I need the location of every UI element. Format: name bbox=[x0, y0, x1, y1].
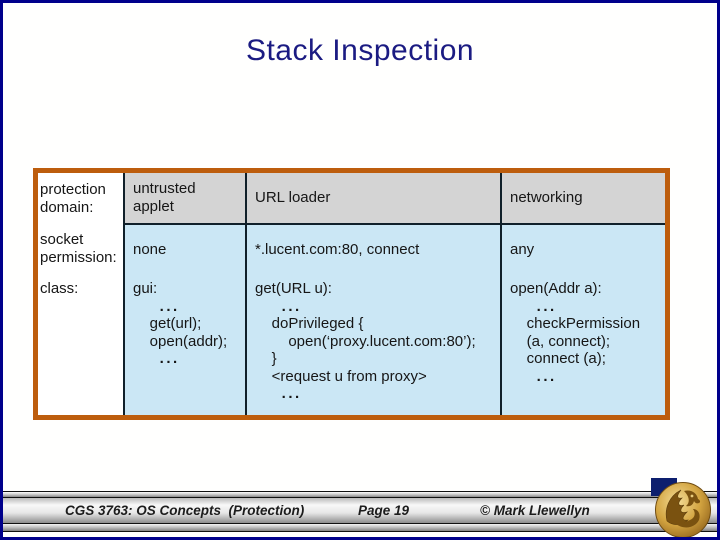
row-label-column: protection domain: socket permission: cl… bbox=[38, 173, 123, 415]
code-line: ... bbox=[510, 297, 557, 315]
code-line: <request u from proxy> bbox=[255, 367, 427, 385]
column-header-label: URL loader bbox=[255, 189, 331, 206]
row-label-protection-domain: protection domain: bbox=[40, 181, 106, 216]
column-header: networking bbox=[502, 173, 665, 225]
class-code-cell: gui: ... get(url); open(addr); ... bbox=[125, 273, 245, 415]
column-untrusted-applet: untrusted applet none gui: ... get(url);… bbox=[123, 173, 245, 415]
code-line: open(‘proxy.lucent.com:80’); bbox=[255, 332, 476, 350]
code-line: ... bbox=[255, 297, 302, 315]
protection-table: protection domain: socket permission: cl… bbox=[33, 168, 670, 420]
page-title: Stack Inspection bbox=[245, 34, 475, 67]
code-line: (a, connect); bbox=[510, 332, 611, 350]
class-code-cell: get(URL u): ... doPrivileged { open(‘pro… bbox=[247, 273, 500, 415]
footer-bottom-strip bbox=[3, 524, 717, 532]
row-label-class: class: bbox=[40, 280, 79, 297]
code-line: } bbox=[255, 350, 277, 367]
code-line: doPrivileged { bbox=[255, 315, 364, 332]
column-url-loader: URL loader *.lucent.com:80, connect get(… bbox=[245, 173, 500, 415]
pegasus-icon bbox=[655, 482, 711, 537]
column-header-label: untrusted applet bbox=[133, 180, 196, 215]
code-line: ... bbox=[510, 367, 557, 385]
socket-permission-cell: *.lucent.com:80, connect bbox=[247, 225, 500, 273]
footer-top-strip bbox=[3, 491, 717, 498]
class-code-cell: open(Addr a): ... checkPermission (a, co… bbox=[502, 273, 665, 415]
course-label: CGS 3763: OS Concepts (Protection) bbox=[65, 503, 305, 518]
socket-permission-cell: none bbox=[125, 225, 245, 273]
footer-main-bar: CGS 3763: OS Concepts (Protection) Page … bbox=[3, 498, 717, 524]
code-line: get(url); bbox=[133, 315, 202, 332]
code-line: connect (a); bbox=[510, 350, 606, 367]
code-line: checkPermission bbox=[510, 315, 641, 332]
footer-bar: CGS 3763: OS Concepts (Protection) Page … bbox=[3, 491, 717, 532]
row-label-socket-permission: socket permission: bbox=[40, 231, 117, 266]
code-line: ... bbox=[133, 297, 180, 315]
code-line: ... bbox=[133, 350, 180, 367]
code-line: open(Addr a): bbox=[510, 280, 602, 297]
column-header: URL loader bbox=[247, 173, 500, 225]
code-line: open(addr); bbox=[133, 332, 228, 350]
code-line: ... bbox=[255, 385, 302, 402]
column-header-label: networking bbox=[510, 189, 583, 206]
socket-permission-cell: any bbox=[502, 225, 665, 273]
copyright-label: © Mark Llewellyn bbox=[480, 503, 590, 518]
code-line: get(URL u): bbox=[255, 280, 332, 297]
column-networking: networking any open(Addr a): ... checkPe… bbox=[500, 173, 665, 415]
page-number: Page 19 bbox=[358, 503, 410, 518]
ucf-pegasus-logo bbox=[651, 478, 712, 537]
code-line: gui: bbox=[133, 280, 158, 297]
column-header: untrusted applet bbox=[125, 173, 245, 225]
